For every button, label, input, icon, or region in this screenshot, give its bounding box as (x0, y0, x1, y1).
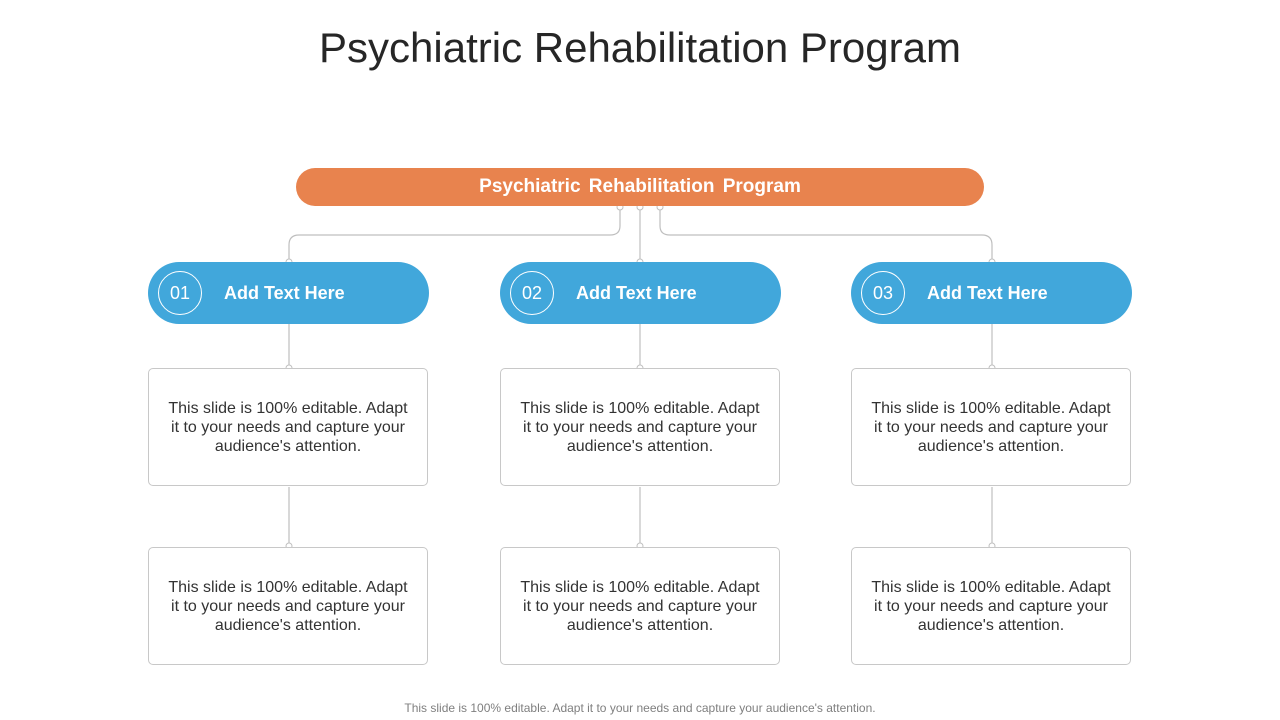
text-box-3-1: This slide is 100% editable. Adapt it to… (851, 368, 1131, 486)
text-box-2-1: This slide is 100% editable. Adapt it to… (500, 368, 780, 486)
root-node: Psychiatric Rehabilitation Program (296, 168, 984, 206)
root-node-label: Psychiatric Rehabilitation Program (479, 176, 801, 197)
text-box-content: This slide is 100% editable. Adapt it to… (168, 399, 408, 455)
column-header-2: 02 Add Text Here (500, 262, 781, 324)
column-number-2: 02 (510, 271, 554, 315)
footer-note: This slide is 100% editable. Adapt it to… (404, 701, 876, 715)
column-number-3: 03 (861, 271, 905, 315)
text-box-content: This slide is 100% editable. Adapt it to… (520, 399, 760, 455)
column-header-1: 01 Add Text Here (148, 262, 429, 324)
connector-root-col1 (288, 206, 621, 262)
connector-root-col3 (659, 206, 993, 262)
text-box-3-2: This slide is 100% editable. Adapt it to… (851, 547, 1131, 665)
text-box-content: This slide is 100% editable. Adapt it to… (871, 399, 1111, 455)
text-box-content: This slide is 100% editable. Adapt it to… (520, 578, 760, 634)
column-number-1: 01 (158, 271, 202, 315)
column-heading-2: Add Text Here (576, 282, 697, 303)
page-title: Psychiatric Rehabilitation Program (319, 24, 961, 71)
column-heading-1: Add Text Here (224, 282, 345, 303)
text-box-1-2: This slide is 100% editable. Adapt it to… (148, 547, 428, 665)
text-box-2-2: This slide is 100% editable. Adapt it to… (500, 547, 780, 665)
column-header-3: 03 Add Text Here (851, 262, 1132, 324)
column-heading-3: Add Text Here (927, 282, 1048, 303)
text-box-1-1: This slide is 100% editable. Adapt it to… (148, 368, 428, 486)
text-box-content: This slide is 100% editable. Adapt it to… (871, 578, 1111, 634)
text-box-content: This slide is 100% editable. Adapt it to… (168, 578, 408, 634)
